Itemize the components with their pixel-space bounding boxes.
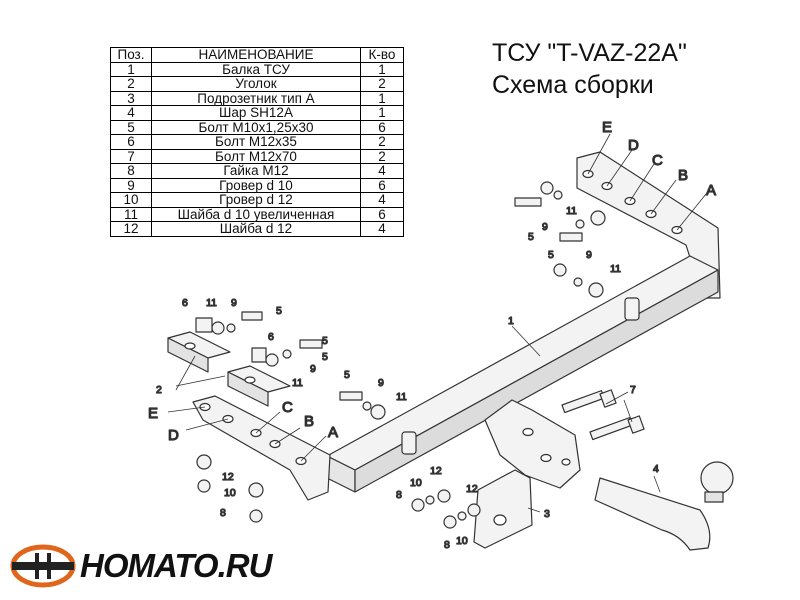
label-part-11: 11 [292, 377, 303, 389]
site-logo[interactable]: HOMATO.RU [10, 540, 272, 592]
label-part-3: 3 [544, 508, 550, 520]
chain-loop-right [624, 297, 640, 321]
label-hole-d: D [168, 427, 179, 444]
label-part-11: 11 [610, 263, 621, 275]
label-part-5: 5 [276, 305, 282, 317]
part-number-cell: 5 [110, 119, 152, 135]
page-title: ТСУ "T-VAZ-22A" [492, 39, 687, 67]
label-part-4: 4 [653, 463, 659, 475]
part-number-cell: 8 [110, 163, 152, 179]
long-bolts [561, 389, 645, 441]
part-number-cell: 9 [110, 177, 152, 193]
label-part-8: 8 [444, 539, 450, 551]
label-part-5: 5 [344, 369, 350, 381]
label-part-9: 9 [231, 297, 237, 309]
label-part-8: 8 [220, 507, 226, 519]
table-header-row: Поз. НАИМЕНОВАНИЕ К-во [110, 47, 404, 63]
logo-text: HOMATO.RU [80, 547, 272, 584]
part-quantity-cell: 4 [360, 221, 404, 237]
socket-bracket [473, 469, 533, 549]
label-part-5: 5 [528, 231, 534, 243]
label-hole-e: E [602, 119, 612, 136]
label-hole-b: B [678, 167, 688, 184]
label-part-9: 9 [378, 377, 384, 389]
chain-loop-left [401, 431, 417, 455]
fasteners [195, 181, 606, 529]
part-name-cell: Уголок [151, 76, 361, 92]
part-name-cell: Шайба d 10 увеличенная [151, 206, 361, 222]
label-part-9: 9 [542, 221, 548, 233]
label-part-10: 10 [456, 535, 468, 547]
part-quantity-cell: 6 [360, 177, 404, 193]
tow-ball [594, 461, 734, 551]
part-name-cell: Болт М12х35 [151, 134, 361, 150]
label-part-5: 5 [322, 351, 328, 363]
label-hole-b: B [304, 413, 314, 430]
label-part-10: 10 [410, 477, 422, 489]
angle-bracket-lower [227, 365, 291, 407]
label-part-1: 1 [508, 315, 514, 327]
leader-lines [167, 133, 707, 513]
label-hole-c: C [652, 152, 663, 169]
label-part-2: 2 [156, 384, 162, 396]
part-name-cell: Болт М10х1,25х30 [151, 119, 361, 135]
part-name-cell: Болт М12х70 [151, 148, 361, 164]
label-part-8: 8 [396, 489, 402, 501]
label-part-9: 9 [586, 249, 592, 261]
page-subtitle: Схема сборки [492, 71, 654, 99]
label-part-6: 6 [268, 331, 274, 343]
part-number-cell: 7 [110, 148, 152, 164]
part-name-cell: Гровер d 10 [151, 177, 361, 193]
tow-beam [326, 255, 719, 493]
part-quantity-cell: 4 [360, 192, 404, 208]
label-part-6: 6 [182, 297, 188, 309]
label-part-11: 11 [396, 391, 407, 403]
label-hole-a: A [706, 182, 716, 199]
logo-emblem-icon [10, 544, 76, 588]
label-part-7: 7 [630, 384, 636, 396]
label-hole-e: E [148, 405, 158, 422]
part-name-cell: Шайба d 12 [151, 221, 361, 237]
part-number-cell: 11 [110, 206, 152, 222]
part-quantity-cell: 6 [360, 206, 404, 222]
label-hole-d: D [628, 137, 639, 154]
label-part-12: 12 [222, 471, 234, 483]
label-part-11: 11 [566, 205, 577, 217]
part-quantity-cell: 2 [360, 134, 404, 150]
angle-bracket-upper [167, 331, 231, 373]
label-part-10: 10 [224, 487, 236, 499]
part-quantity-cell: 4 [360, 163, 404, 179]
label-part-5: 5 [548, 249, 554, 261]
part-name-cell: Гровер d 12 [151, 192, 361, 208]
label-part-5: 5 [322, 335, 328, 347]
left-bracket [192, 395, 331, 501]
label-hole-c: C [282, 399, 293, 416]
label-part-11: 11 [206, 297, 217, 309]
label-part-12: 12 [430, 465, 442, 477]
label-part-9: 9 [310, 363, 316, 375]
part-quantity-cell: 2 [360, 148, 404, 164]
ball-mount-plate [484, 399, 581, 489]
label-part-12: 12 [466, 483, 478, 495]
label-hole-a: A [328, 424, 338, 441]
part-quantity-cell: 6 [360, 119, 404, 135]
column-header: Поз. [110, 47, 152, 63]
